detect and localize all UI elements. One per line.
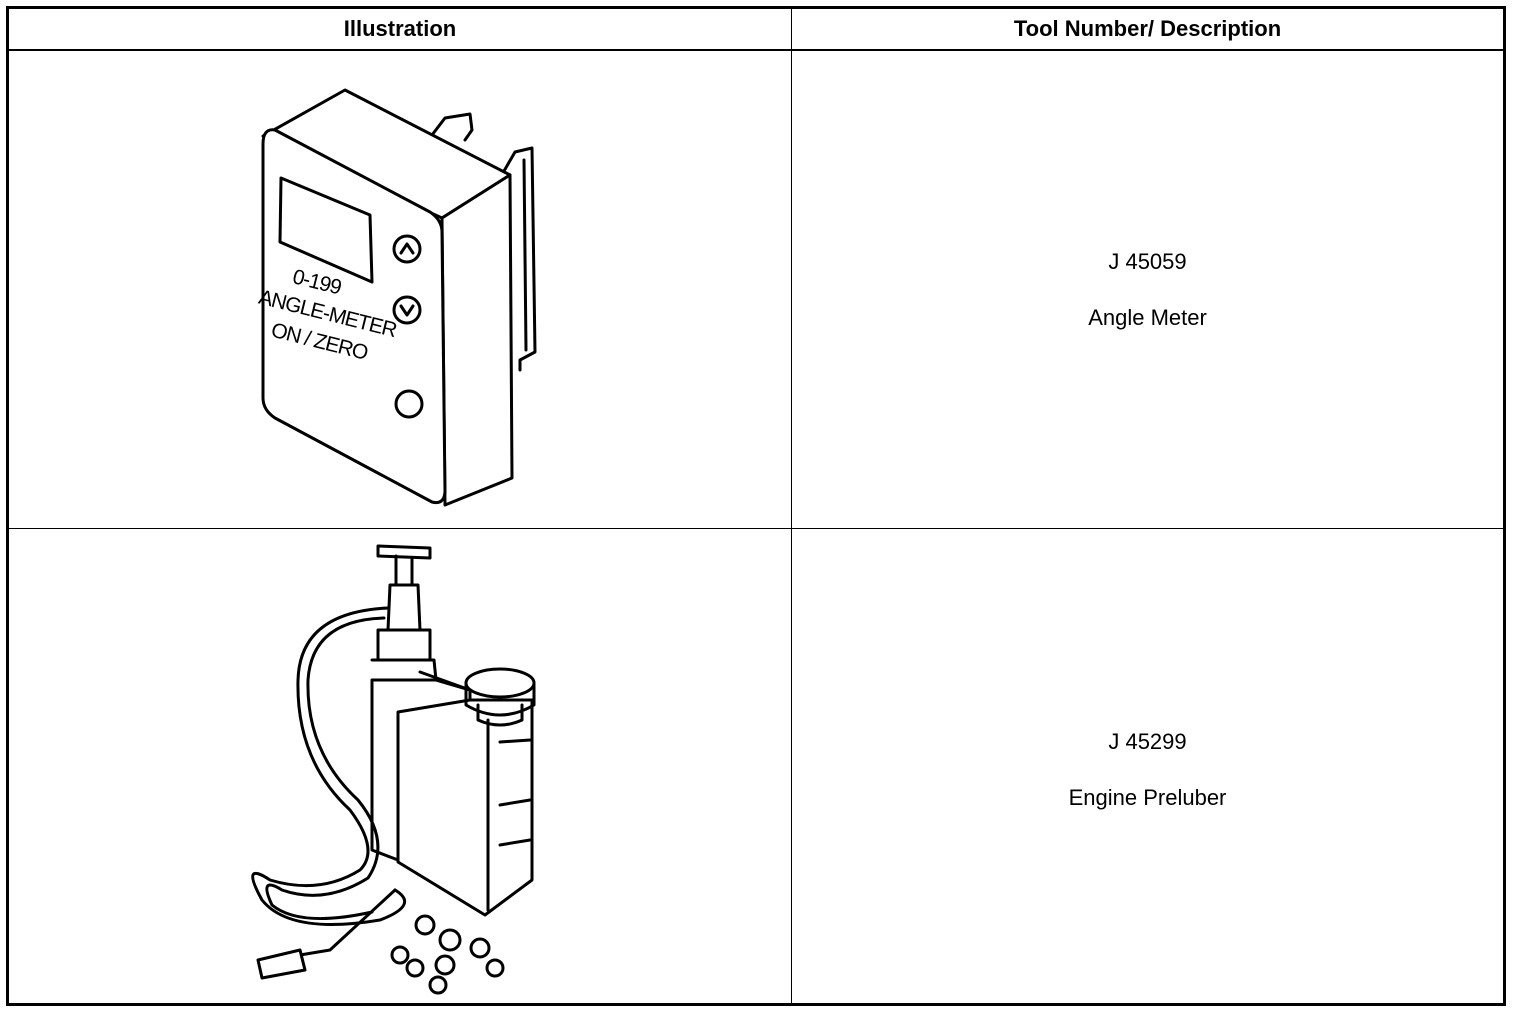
- tool-number: J 45299: [1108, 729, 1187, 754]
- tool-row-2-description: J 45299 Engine Preluber: [792, 729, 1503, 811]
- tool-row-1-description: J 45059 Angle Meter: [792, 249, 1503, 331]
- tool-name: Engine Preluber: [1068, 785, 1227, 810]
- header-illustration: Illustration: [343, 16, 457, 41]
- row-divider: [9, 528, 1503, 529]
- column-divider: [791, 9, 792, 1003]
- special-tools-table: Illustration Tool Number/ Description J …: [6, 6, 1506, 1006]
- header-tool-number-description: Tool Number/ Description: [1013, 16, 1282, 41]
- header-divider: [9, 49, 1503, 51]
- tool-name: Angle Meter: [1088, 305, 1207, 330]
- tool-number: J 45059: [1108, 249, 1187, 274]
